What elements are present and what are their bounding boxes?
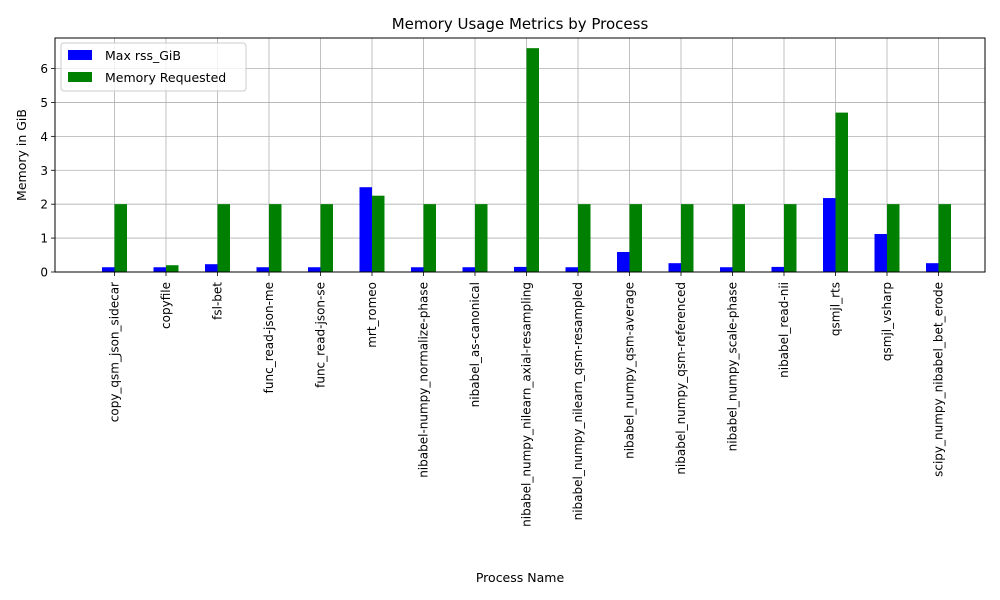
x-tick-label: qsmjl_rts [829,282,843,336]
bar-memory-requested [475,204,488,272]
bar-memory-requested [578,204,591,272]
bars [102,48,951,272]
y-tick-label: 5 [40,96,48,110]
x-tick-label: nibabel_numpy_nilearn_axial-resampling [520,282,534,527]
bar-memory-requested [269,204,282,272]
y-tick-label: 0 [40,266,48,280]
y-tick-label: 4 [40,130,48,144]
bar-max-rss [926,263,939,272]
x-tick-label: scipy_numpy_nibabel_bet_erode [932,282,946,477]
bar-memory-requested [629,204,642,272]
bar-max-rss [308,267,321,272]
bar-max-rss [256,267,269,272]
x-tick-label: qsmjl_vsharp [880,282,894,361]
bar-memory-requested [320,204,333,272]
bar-max-rss [411,267,424,272]
bar-memory-requested [526,48,539,272]
y-tick-label: 1 [40,232,48,246]
legend: Max rss_GiB Memory Requested [60,42,247,92]
bar-max-rss [462,267,475,272]
plot-frame [54,37,986,273]
bar-max-rss [153,267,166,272]
y-axis-title: Memory in GiB [14,109,29,201]
legend-swatch-memory-requested [68,72,92,82]
y-tick-label: 2 [40,198,48,212]
x-tick-label: nibabel-numpy_normalize-phase [417,282,431,478]
bar-memory-requested [166,265,179,272]
bar-max-rss [668,263,681,272]
bar-max-rss [102,267,115,272]
bar-memory-requested [732,204,745,272]
y-tick-label: 3 [40,164,48,178]
x-tick-label: copy_qsm_json_sidecar [108,282,122,422]
x-tick-label: nibabel_numpy_scale-phase [726,282,740,451]
bar-max-rss [205,264,218,272]
bar-memory-requested [217,204,230,272]
bar-max-rss [565,267,578,272]
x-tick-label: fsl-bet [211,282,225,320]
legend-label-max-rss: Max rss_GiB [105,48,181,63]
x-tick-label: func_read-json-me [262,282,276,393]
chart-title: Memory Usage Metrics by Process [392,15,649,33]
legend-box [60,42,247,92]
y-axis-ticks: 0 1 2 3 4 5 6 [40,62,55,280]
bar-memory-requested [114,204,127,272]
bar-max-rss [874,234,887,272]
bar-max-rss [617,251,630,272]
bar-memory-requested [784,204,797,272]
x-axis-ticks: copy_qsm_json_sidecar copyfile fsl-bet func… [108,272,946,527]
bar-memory-requested [681,204,694,272]
bar-max-rss [514,266,527,272]
x-tick-label: nibabel_numpy_nilearn_qsm-resampled [571,282,585,520]
x-tick-label: nibabel_numpy_qsm-average [623,282,637,459]
y-tick-label: 6 [40,62,48,76]
bar-max-rss [771,266,784,272]
bar-max-rss [720,267,733,272]
x-tick-label: nibabel_read-nii [777,282,791,378]
x-tick-label: mrt_romeo [365,282,379,348]
x-tick-label: nibabel_as-canonical [468,282,482,407]
bar-memory-requested [938,204,951,272]
x-tick-label: func_read-json-se [314,282,328,388]
bar-memory-requested [835,112,848,272]
x-axis-title: Process Name [476,570,565,585]
bar-memory-requested [887,204,900,272]
bar-max-rss [359,187,372,272]
bar-memory-requested [423,204,436,272]
bar-memory-requested [372,195,385,272]
x-tick-label: nibabel_numpy_qsm-referenced [674,282,688,475]
legend-label-memory-requested: Memory Requested [105,70,226,85]
bar-max-rss [823,198,836,272]
x-tick-label: copyfile [159,282,173,329]
legend-swatch-max-rss [68,50,92,60]
